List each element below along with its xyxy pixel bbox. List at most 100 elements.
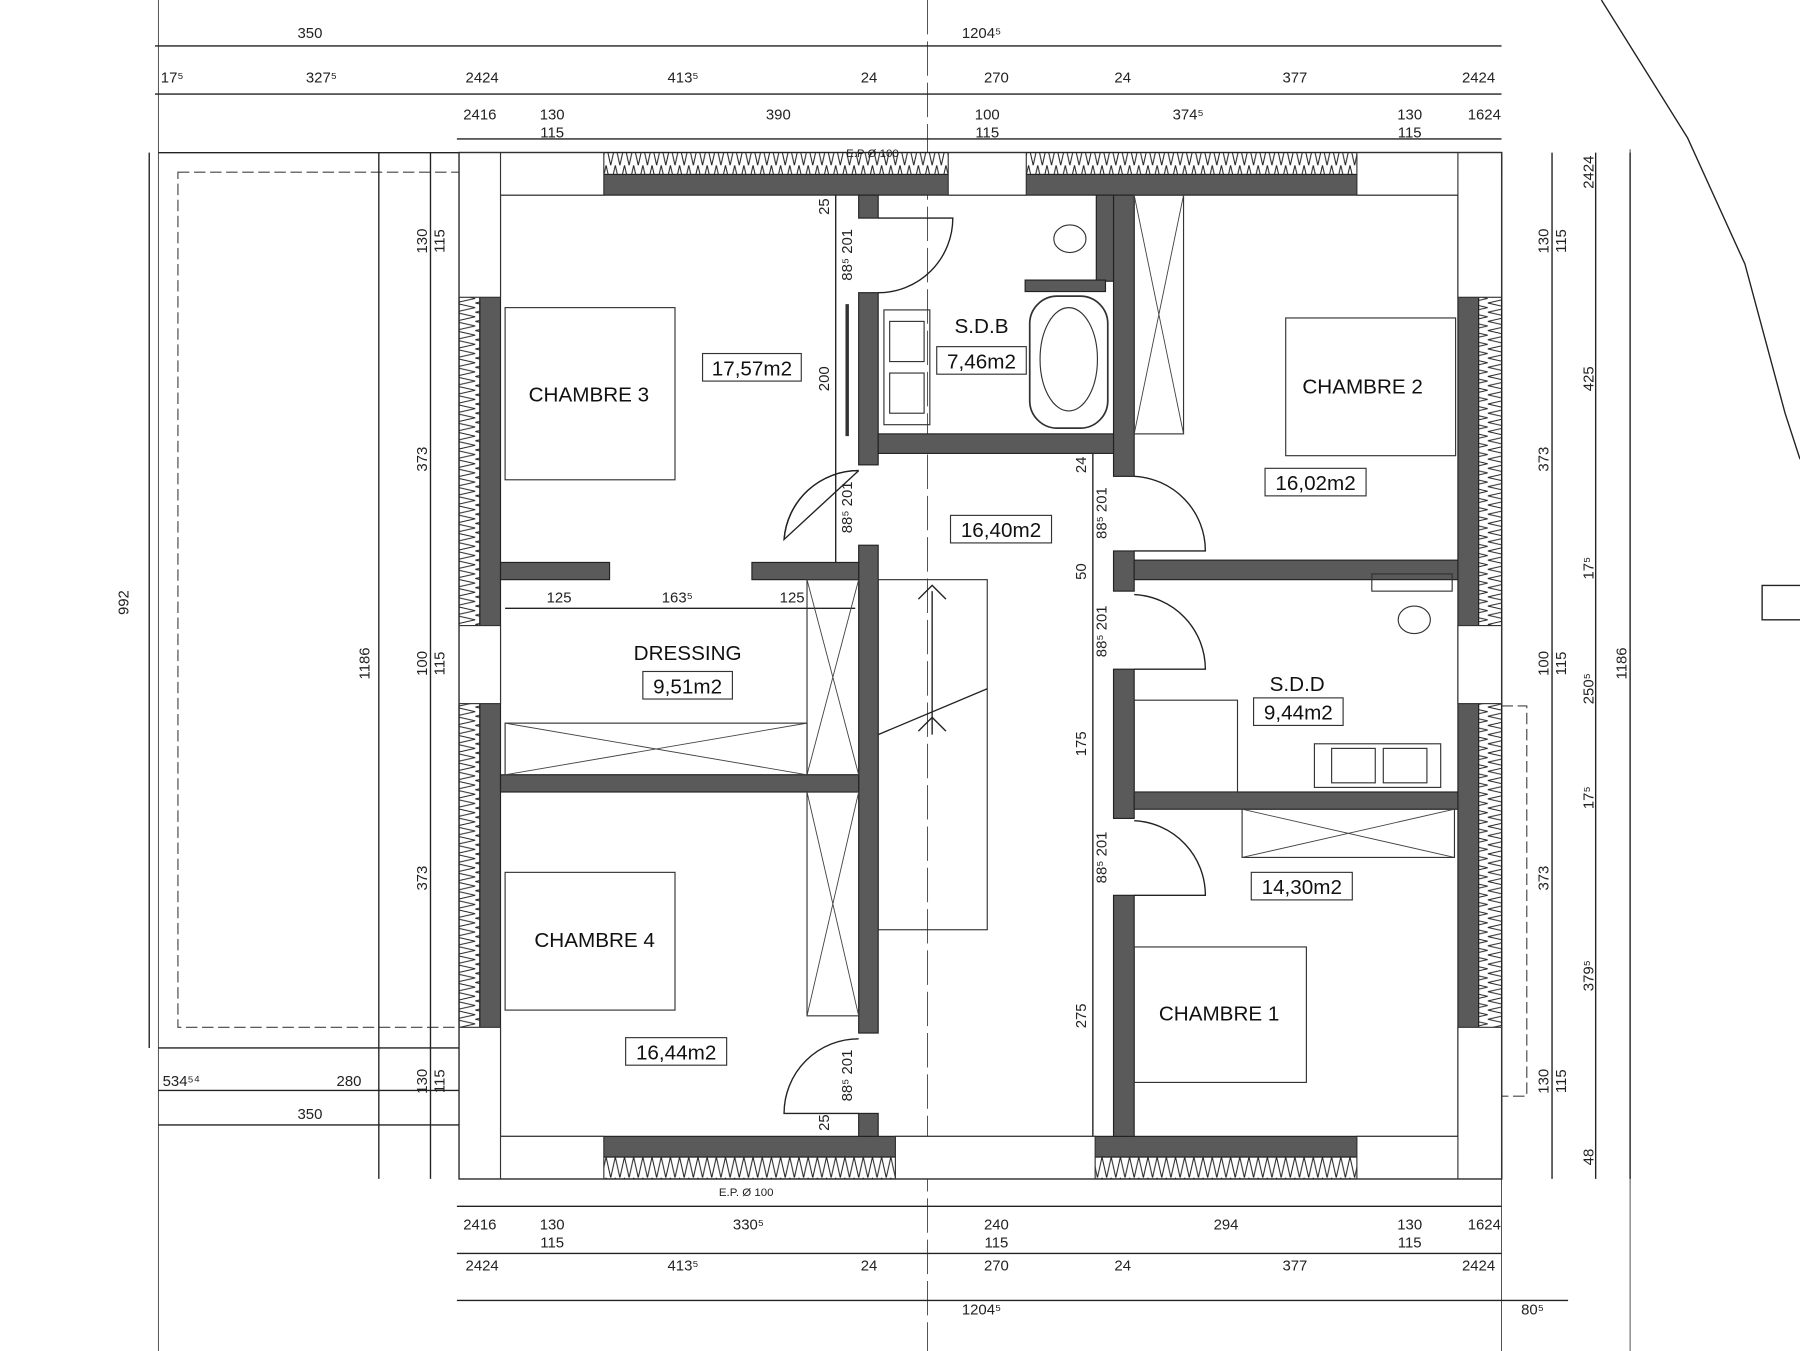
svg-text:17⁵: 17⁵ bbox=[1580, 557, 1597, 580]
room-name: S.D.B bbox=[955, 315, 1009, 338]
svg-text:2424: 2424 bbox=[1462, 1258, 1495, 1275]
room-labels: CHAMBRE 3 17,57m2 S.D.B 7,46m2 CHAMBRE 2… bbox=[529, 315, 1423, 1066]
room-name: CHAMBRE 4 bbox=[534, 929, 655, 952]
svg-text:2424: 2424 bbox=[1462, 70, 1495, 87]
svg-text:327⁵: 327⁵ bbox=[306, 70, 337, 87]
room-area: 9,44m2 bbox=[1264, 702, 1333, 725]
svg-text:1204⁵: 1204⁵ bbox=[962, 25, 1001, 42]
svg-text:25: 25 bbox=[816, 198, 833, 215]
room-area: 14,30m2 bbox=[1262, 876, 1342, 899]
svg-text:373: 373 bbox=[1536, 866, 1553, 891]
svg-text:115: 115 bbox=[540, 1235, 564, 1252]
svg-text:294: 294 bbox=[1214, 1216, 1239, 1233]
svg-text:130: 130 bbox=[1536, 229, 1553, 254]
svg-text:100: 100 bbox=[975, 106, 1000, 123]
svg-text:379⁵: 379⁵ bbox=[1580, 960, 1597, 991]
bed-chambre-2 bbox=[1285, 317, 1457, 457]
svg-text:1204⁵: 1204⁵ bbox=[962, 1301, 1001, 1318]
svg-text:115: 115 bbox=[985, 1235, 1009, 1252]
svg-text:2424: 2424 bbox=[466, 1258, 499, 1275]
svg-text:E.P. Ø 100: E.P. Ø 100 bbox=[719, 1187, 774, 1199]
svg-text:270: 270 bbox=[984, 70, 1009, 87]
svg-text:24: 24 bbox=[861, 1258, 878, 1275]
svg-text:1186: 1186 bbox=[1614, 647, 1631, 679]
room-area: 7,46m2 bbox=[947, 350, 1016, 373]
svg-text:25: 25 bbox=[816, 1114, 833, 1131]
svg-text:130: 130 bbox=[540, 1216, 565, 1233]
svg-text:115: 115 bbox=[975, 125, 999, 142]
svg-text:240: 240 bbox=[984, 1216, 1009, 1233]
exterior-walls bbox=[458, 151, 1503, 1180]
svg-text:270: 270 bbox=[984, 1258, 1009, 1275]
svg-text:275: 275 bbox=[1073, 1003, 1090, 1028]
svg-text:88⁵ 201: 88⁵ 201 bbox=[839, 1050, 856, 1102]
room-name: CHAMBRE 3 bbox=[529, 384, 650, 407]
svg-text:24: 24 bbox=[1114, 1258, 1131, 1275]
svg-text:130: 130 bbox=[540, 106, 565, 123]
svg-text:115: 115 bbox=[431, 652, 448, 676]
svg-text:992: 992 bbox=[116, 590, 133, 615]
svg-text:280: 280 bbox=[337, 1073, 362, 1090]
svg-text:125: 125 bbox=[780, 590, 805, 607]
svg-text:24: 24 bbox=[1073, 457, 1090, 474]
svg-text:115: 115 bbox=[431, 1069, 448, 1093]
svg-text:377: 377 bbox=[1282, 70, 1307, 87]
svg-text:115: 115 bbox=[431, 229, 448, 253]
svg-text:350: 350 bbox=[298, 25, 323, 42]
bed-chambre-4 bbox=[504, 871, 676, 1011]
svg-text:175: 175 bbox=[1073, 731, 1090, 756]
svg-text:374⁵: 374⁵ bbox=[1173, 106, 1204, 123]
staircase bbox=[877, 579, 988, 931]
toilet-sdb bbox=[1053, 224, 1087, 254]
windows bbox=[458, 152, 1503, 1180]
svg-text:2416: 2416 bbox=[463, 106, 496, 123]
svg-text:130: 130 bbox=[414, 1069, 431, 1094]
svg-text:1186: 1186 bbox=[357, 647, 374, 679]
dimension-lines bbox=[148, 45, 1631, 1302]
svg-text:350: 350 bbox=[298, 1106, 323, 1123]
svg-text:373: 373 bbox=[1536, 447, 1553, 472]
svg-text:115: 115 bbox=[1398, 1235, 1422, 1252]
svg-text:534⁵⁴: 534⁵⁴ bbox=[163, 1073, 200, 1090]
svg-text:24: 24 bbox=[1114, 70, 1131, 87]
room-name: CHAMBRE 1 bbox=[1159, 1002, 1280, 1025]
svg-text:115: 115 bbox=[1553, 229, 1570, 253]
doors bbox=[783, 217, 1207, 1115]
svg-text:48: 48 bbox=[1580, 1149, 1597, 1166]
svg-text:250⁵: 250⁵ bbox=[1580, 673, 1597, 704]
svg-text:425: 425 bbox=[1580, 366, 1597, 391]
room-name: DRESSING bbox=[634, 642, 742, 665]
svg-text:17⁵: 17⁵ bbox=[1580, 786, 1597, 809]
svg-text:130: 130 bbox=[414, 229, 431, 254]
svg-text:1624: 1624 bbox=[1468, 1216, 1501, 1233]
room-area: 9,51m2 bbox=[653, 675, 722, 698]
annotations: E.P Ø 100 E.P. Ø 100 bbox=[719, 148, 899, 1199]
room-name: S.D.D bbox=[1270, 673, 1325, 696]
svg-text:1624: 1624 bbox=[1468, 106, 1501, 123]
svg-text:17⁵: 17⁵ bbox=[161, 70, 184, 87]
room-area: 16,40m2 bbox=[961, 519, 1041, 542]
svg-text:88⁵ 201: 88⁵ 201 bbox=[1094, 605, 1111, 657]
room-area: 16,44m2 bbox=[636, 1041, 716, 1064]
svg-text:88⁵ 201: 88⁵ 201 bbox=[839, 481, 856, 533]
svg-text:50: 50 bbox=[1073, 563, 1090, 580]
svg-text:413⁵: 413⁵ bbox=[668, 1258, 699, 1275]
svg-text:2424: 2424 bbox=[466, 70, 499, 87]
svg-text:E.P Ø 100: E.P Ø 100 bbox=[846, 148, 899, 160]
svg-text:88⁵ 201: 88⁵ 201 bbox=[839, 229, 856, 281]
svg-text:125: 125 bbox=[547, 590, 572, 607]
dimension-labels: 350 1204⁵ 17⁵ 327⁵ 2424 413⁵ 24 270 24 3… bbox=[116, 25, 1631, 1318]
svg-text:373: 373 bbox=[414, 447, 431, 472]
svg-text:130: 130 bbox=[1536, 1069, 1553, 1094]
svg-text:2424: 2424 bbox=[1580, 156, 1597, 189]
svg-text:88⁵ 201: 88⁵ 201 bbox=[1094, 832, 1111, 884]
svg-text:200: 200 bbox=[816, 366, 833, 391]
svg-text:163⁵: 163⁵ bbox=[662, 590, 693, 607]
room-area: 16,02m2 bbox=[1275, 472, 1355, 495]
svg-text:80⁵: 80⁵ bbox=[1521, 1301, 1544, 1318]
svg-text:130: 130 bbox=[1397, 106, 1422, 123]
svg-text:24: 24 bbox=[861, 70, 878, 87]
svg-text:413⁵: 413⁵ bbox=[668, 70, 699, 87]
svg-text:2416: 2416 bbox=[463, 1216, 496, 1233]
svg-text:373: 373 bbox=[414, 866, 431, 891]
